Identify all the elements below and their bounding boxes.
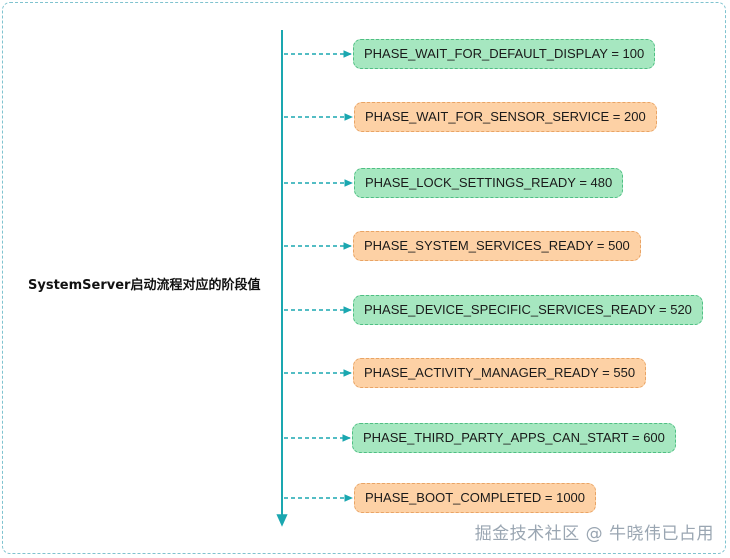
phase-node: PHASE_WAIT_FOR_SENSOR_SERVICE = 200: [354, 102, 657, 132]
phase-node: PHASE_DEVICE_SPECIFIC_SERVICES_READY = 5…: [353, 295, 703, 325]
phase-node: PHASE_ACTIVITY_MANAGER_READY = 550: [353, 358, 647, 388]
branch-connectors: [284, 50, 353, 502]
phase-node: PHASE_THIRD_PARTY_APPS_CAN_START = 600: [352, 423, 676, 453]
phase-node: PHASE_BOOT_COMPLETED = 1000: [354, 483, 597, 513]
phase-node: PHASE_SYSTEM_SERVICES_READY = 500: [353, 231, 641, 261]
watermark: 掘金技术社区 @ 牛晓伟已占用: [474, 524, 714, 544]
phase-node: PHASE_LOCK_SETTINGS_READY = 480: [354, 168, 624, 198]
root-label: SystemServer启动流程对应的阶段值: [28, 278, 261, 293]
phase-node: PHASE_WAIT_FOR_DEFAULT_DISPLAY = 100: [353, 39, 656, 69]
